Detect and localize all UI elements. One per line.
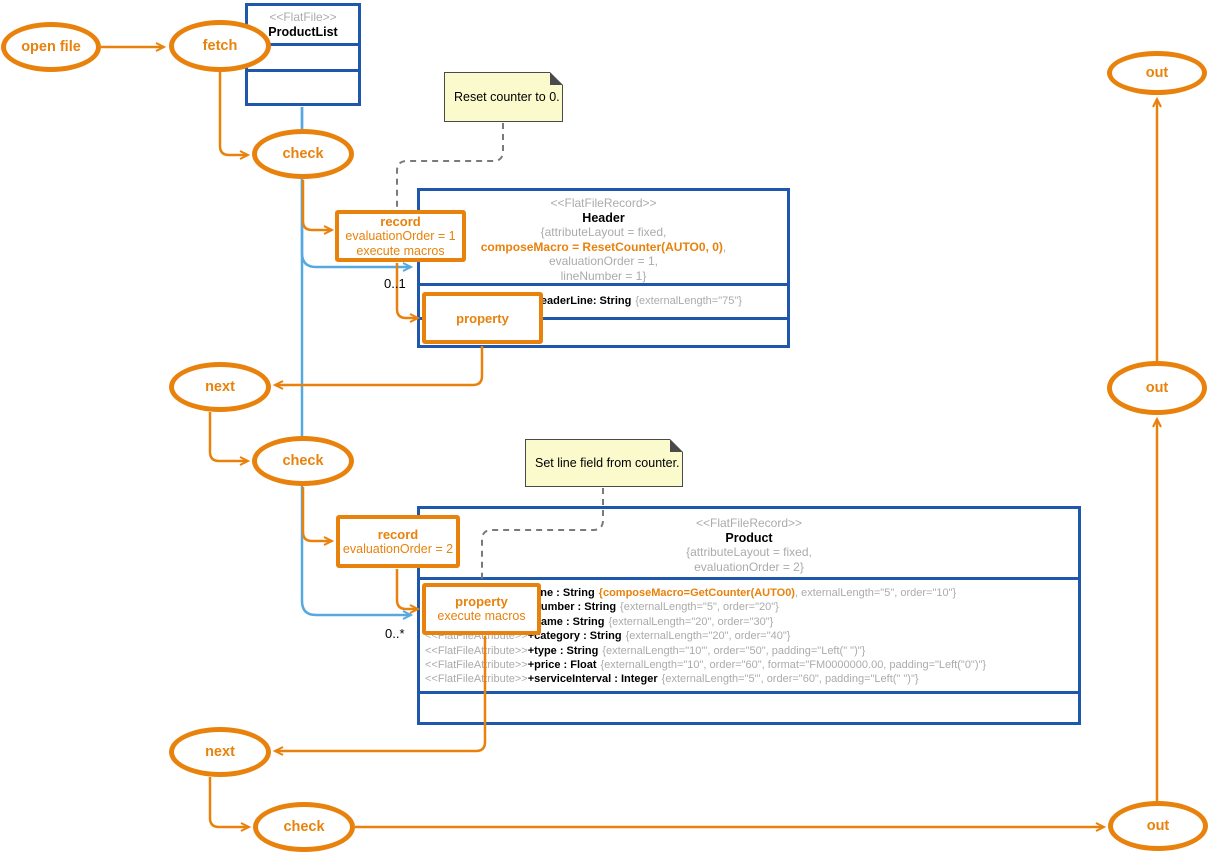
action-detail: execute macros <box>356 243 445 258</box>
activity-label: next <box>205 379 235 395</box>
attribute-stereotype: <<FlatFileAttribute>> <box>425 673 528 686</box>
attribute-row: <<FlatFileAttribute>>+serviceInterval : … <box>420 672 1078 686</box>
activity-open-file[interactable]: open file <box>1 22 101 72</box>
attribute-stereotype: <<FlatFileAttribute>> <box>425 659 528 672</box>
activity-next-1[interactable]: next <box>169 362 271 412</box>
class-property-line: {attributeLayout = fixed, <box>540 225 667 239</box>
attribute-constraint: {externalLength="20", order="40"} <box>625 630 791 643</box>
class-name: Header <box>582 210 625 225</box>
class-header[interactable]: <<FlatFileRecord>> Header {attributeLayo… <box>417 188 790 348</box>
class-operations-compartment <box>248 69 358 100</box>
attribute-constraint: {externalLength="75"} <box>635 295 742 307</box>
edge-next1-to-check2 <box>208 412 251 466</box>
multiplicity-product: 0..* <box>385 626 405 641</box>
class-attributes-compartment <box>248 43 358 69</box>
activity-label: out <box>1145 65 1169 81</box>
class-stereotype: <<FlatFileRecord>> <box>695 516 803 530</box>
activity-label: out <box>1146 818 1170 834</box>
activity-check-2[interactable]: check <box>252 436 354 486</box>
activity-label: out <box>1145 380 1169 396</box>
attribute-constraint: {externalLength="5", order="20"} <box>620 601 779 614</box>
note-text: Reset counter to 0. <box>454 90 560 104</box>
attribute-constraint: {externalLength="10"', order="50", paddi… <box>602 644 866 657</box>
activity-label: next <box>205 744 235 760</box>
class-title-compartment: <<FlatFile>> ProductList <box>248 6 358 43</box>
activity-next-2[interactable]: next <box>169 727 271 777</box>
activity-check-3[interactable]: check <box>253 802 355 852</box>
class-property-line: {attributeLayout = fixed, <box>686 545 812 559</box>
activity-label: fetch <box>202 38 238 54</box>
edge-check1-to-record1 <box>301 180 335 235</box>
class-property-line: lineNumber = 1} <box>560 268 647 283</box>
attribute-name: +line : String <box>527 587 595 599</box>
action-title: record <box>377 526 419 542</box>
attribute-constraint: , externalLength="5", order="10"} <box>794 587 957 599</box>
attribute-name: +serviceInterval : Integer <box>527 673 658 686</box>
edge-note-reset-to-record1 <box>396 123 504 208</box>
attribute-constraint: {externalLength="20", order="30"} <box>608 615 774 628</box>
edge-record2-to-property2 <box>395 569 421 614</box>
activity-label: check <box>283 819 325 835</box>
edge-property1-to-next1 <box>272 346 484 390</box>
attribute-name: +price : Float <box>527 659 597 672</box>
note-set-line-field[interactable]: Set line field from counter. <box>525 439 683 487</box>
edge-productlist-to-product <box>300 107 414 620</box>
class-property-line: composeMacro = ResetCounter(AUTO0, 0), <box>420 240 787 255</box>
class-title-compartment: <<FlatFileRecord>> Header {attributeLayo… <box>420 191 787 283</box>
multiplicity-header: 0..1 <box>384 276 406 291</box>
class-product[interactable]: <<FlatFileRecord>> Product {attributeLay… <box>417 506 1081 725</box>
activity-out-2[interactable]: out <box>1107 361 1207 415</box>
class-property-line: evaluationOrder = 2} <box>694 559 804 574</box>
action-detail: evaluationOrder = 1 <box>345 228 456 243</box>
class-stereotype: <<FlatFileRecord>> <box>550 196 657 210</box>
action-title: property <box>455 594 508 609</box>
class-stereotype: <<FlatFile>> <box>269 10 337 24</box>
attribute-row: <<FlatFileAttribute>>+type : String{exte… <box>420 644 1078 658</box>
attribute-row: <<FlatFileAttribute>>+price : Float{exte… <box>420 658 1078 672</box>
action-detail: execute macros <box>437 609 526 623</box>
edge-fetch-to-check1 <box>218 72 251 160</box>
action-title: property <box>456 310 509 326</box>
class-name: ProductList <box>268 24 338 39</box>
compose-macro-text: composeMacro = ResetCounter(AUTO0, 0) <box>480 239 723 254</box>
activity-label: open file <box>21 39 81 55</box>
edge-record1-to-property1 <box>395 263 421 323</box>
action-record-2[interactable]: record evaluationOrder = 2 <box>336 515 460 568</box>
activity-out-1[interactable]: out <box>1107 51 1207 95</box>
action-property-2[interactable]: property execute macros <box>422 583 541 635</box>
action-record-1[interactable]: record evaluationOrder = 1 execute macro… <box>335 210 466 262</box>
attribute-name: +number : String <box>527 601 617 614</box>
activity-check-1[interactable]: check <box>252 129 354 179</box>
activity-label: check <box>282 453 324 469</box>
class-title-compartment: <<FlatFileRecord>> Product {attributeLay… <box>420 509 1078 577</box>
action-property-1[interactable]: property <box>422 292 543 344</box>
attribute-constraint: {externalLength="10", order="60", format… <box>600 659 987 672</box>
edge-check2-to-record2 <box>301 487 335 546</box>
edge-property2-to-next2 <box>272 636 487 756</box>
attribute-constraint: {externalLength="5"', order="60", paddin… <box>661 673 919 686</box>
note-text: Set line field from counter. <box>535 456 680 470</box>
attribute-name: +headerLine: String <box>527 295 632 307</box>
class-operations-compartment <box>420 691 1078 716</box>
action-detail: evaluationOrder = 2 <box>342 541 454 556</box>
class-property-line: evaluationOrder = 1, <box>548 254 659 268</box>
attribute-stereotype: <<FlatFileAttribute>> <box>425 644 528 657</box>
activity-out-3[interactable]: out <box>1108 801 1208 851</box>
attribute-name: +type : String <box>527 644 599 657</box>
edge-next2-to-check3 <box>208 777 252 832</box>
attribute-name: +category : String <box>527 630 622 643</box>
attribute-name: +name : String <box>527 615 605 628</box>
activity-fetch[interactable]: fetch <box>169 20 271 72</box>
attribute-macro: {composeMacro=GetCounter(AUTO0) <box>598 587 795 599</box>
note-reset-counter[interactable]: Reset counter to 0. <box>444 72 563 122</box>
class-operations-compartment <box>420 317 787 339</box>
activity-label: check <box>282 146 324 162</box>
action-title: record <box>380 213 421 229</box>
macro-suffix: , <box>722 239 727 254</box>
edge-note-setline-to-property2 <box>481 488 604 581</box>
class-name: Product <box>725 530 773 545</box>
